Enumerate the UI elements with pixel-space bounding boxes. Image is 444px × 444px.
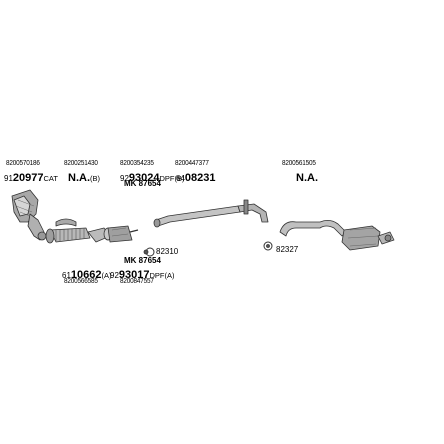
ref-number-2: 8200251430 — [64, 158, 98, 167]
middle-pipe-part — [153, 199, 269, 228]
part-prefix: 92 — [110, 271, 119, 280]
part-label-3: 9293024DPF(B) — [120, 169, 185, 185]
clamp-part-2 — [263, 241, 273, 251]
part-label-1: 9120977CAT — [4, 169, 58, 185]
mk-label-bottom: MK 87654 — [124, 256, 161, 265]
ref-number-5: 8200561505 — [282, 158, 316, 167]
part-label-bottom-1: 6110662(A) — [62, 266, 112, 282]
dpf-filter-part — [87, 225, 139, 243]
ref-number-bottom-2: 8200847557 — [120, 276, 154, 285]
part-prefix: 64 — [176, 174, 185, 183]
part-prefix: 61 — [62, 271, 71, 280]
part-suffix: (A) — [101, 271, 112, 280]
part-suffix: DPF(B) — [159, 174, 185, 183]
ref-number-3: 8200354235 — [120, 158, 154, 167]
part-number: 10662 — [70, 269, 102, 281]
part-prefix: 91 — [4, 174, 13, 183]
part-number: 93017 — [118, 269, 150, 281]
part-number: N.A. — [296, 172, 318, 184]
part-suffix: CAT — [43, 174, 58, 183]
part-suffix: DPF(A) — [149, 271, 175, 280]
ref-number-1: 8200570186 — [6, 158, 40, 167]
part-label-2: N.A.(B) — [68, 169, 100, 185]
part-label-4: 6408231 — [176, 169, 216, 185]
part-number: 93024 — [128, 172, 160, 184]
ref-number-4: 8200447377 — [175, 158, 209, 167]
clamp-code-2: 82327 — [276, 245, 299, 254]
catalytic-converter-part — [11, 189, 47, 241]
part-number: 20977 — [12, 172, 44, 184]
flex-pipe-part — [45, 218, 91, 244]
part-label-bottom-2: 9293017DPF(A) — [110, 266, 175, 282]
ref-number-bottom-1: 8200566585 — [64, 276, 98, 285]
clamp-part — [143, 247, 155, 257]
part-suffix: (B) — [90, 174, 100, 183]
part-label-5: N.A. — [296, 169, 318, 185]
part-number: 08231 — [184, 172, 216, 184]
clamp-code-1: 82310 — [156, 247, 179, 256]
part-prefix: 92 — [120, 174, 129, 183]
mk-label-top: MK 87654 — [124, 179, 161, 188]
part-number: N.A. — [68, 172, 90, 184]
rear-muffler-part — [279, 220, 395, 251]
